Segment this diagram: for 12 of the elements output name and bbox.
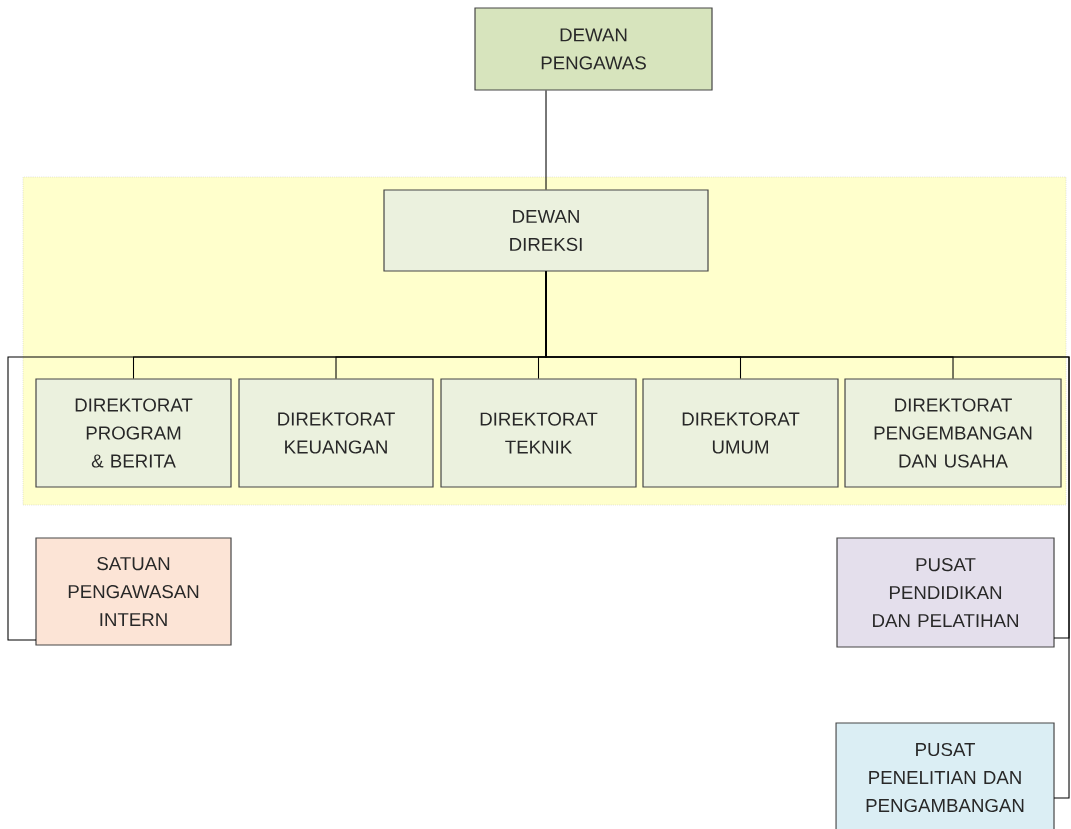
connector-line (545, 271, 1070, 799)
org-box: PUSAT PENDIDIKAN DAN PELATIHAN (836, 537, 1055, 648)
org-box: DEWAN PENGAWAS (474, 7, 713, 91)
org-box: DIREKTORAT PROGRAM & BERITA (35, 378, 232, 488)
org-box: DIREKTORAT PENGEMBANGAN DAN USAHA (844, 378, 1062, 488)
connector-line (545, 90, 547, 190)
org-box: DIREKTORAT TEKNIK (440, 378, 637, 488)
org-box: DIREKTORAT UMUM (642, 378, 839, 488)
org-box: PUSAT PENELITIAN DAN PENGAMBANGAN (835, 722, 1055, 829)
org-box: SATUAN PENGAWASAN INTERN (35, 537, 232, 646)
org-box: DEWAN DIREKSI (383, 189, 709, 272)
org-box: DIREKTORAT KEUANGAN (238, 378, 434, 488)
